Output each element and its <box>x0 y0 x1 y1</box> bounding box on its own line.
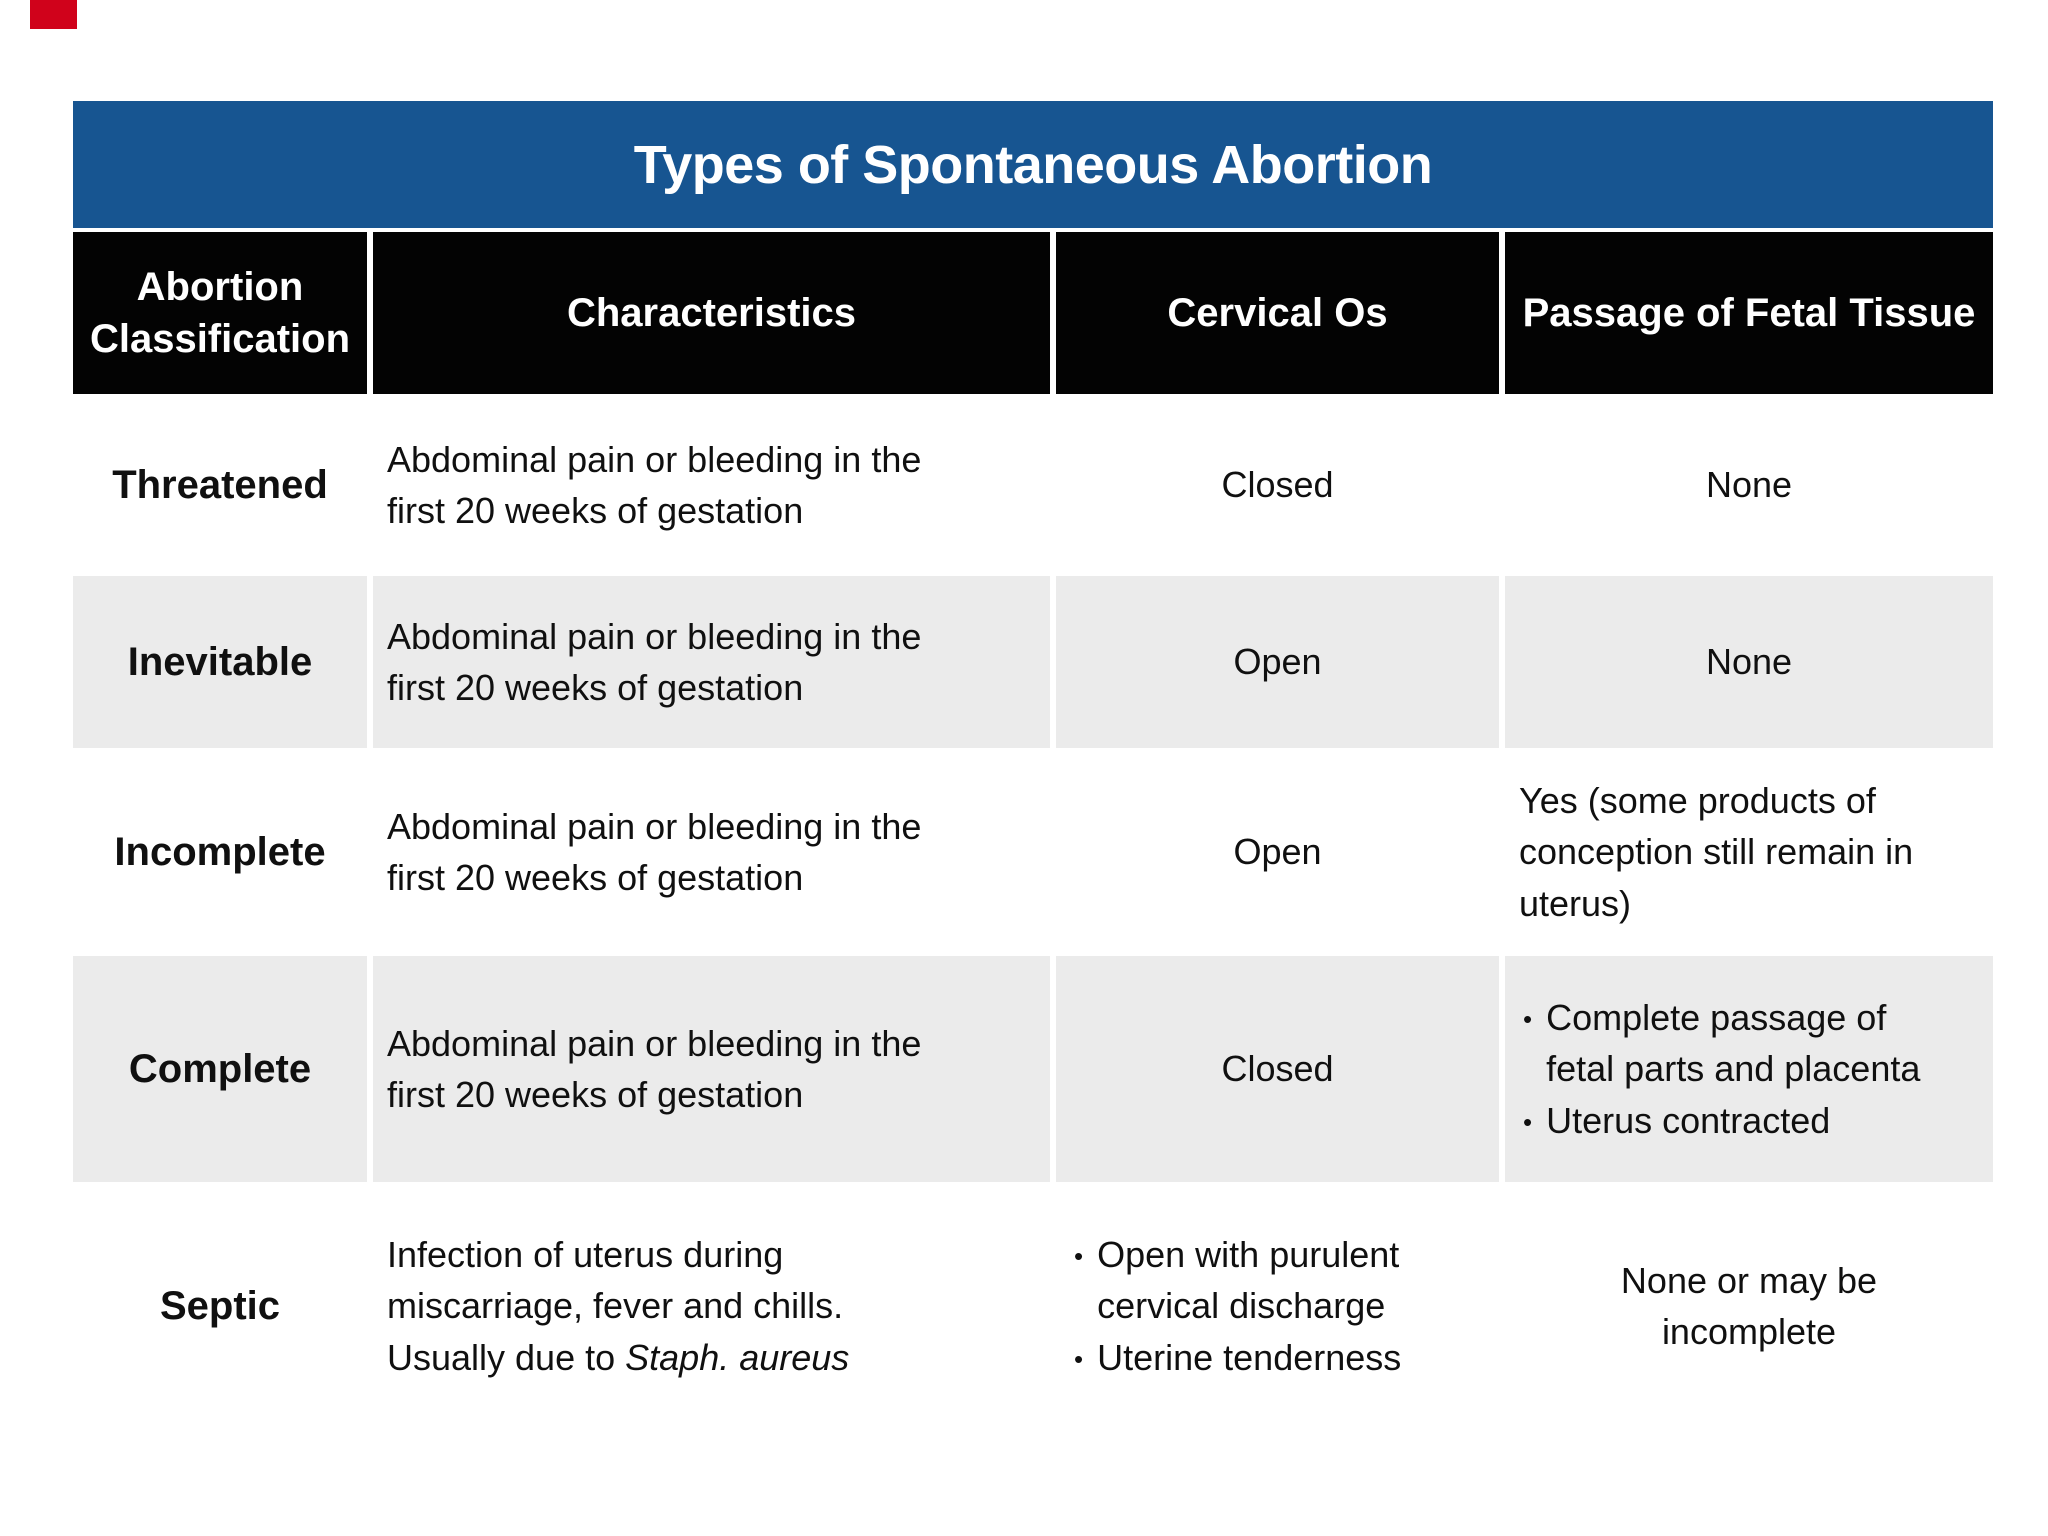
bullet-item: •Complete passage of fetal parts and pla… <box>1523 997 1921 1090</box>
fetal-tissue-cell: None or may be incomplete <box>1620 1259 1878 1352</box>
fetal-tissue-cell: None <box>1705 464 1793 506</box>
col-header-cervical-os: Cervical Os <box>1056 232 1499 394</box>
bullet-item: •Open with purulent cervical discharge <box>1074 1234 1400 1327</box>
spontaneous-abortion-table: Types of Spontaneous Abortion Abortion C… <box>73 101 1993 1422</box>
characteristics-text: Infection of uterus during miscarriage, … <box>387 1234 850 1378</box>
table-title: Types of Spontaneous Abortion <box>633 134 1433 195</box>
cervical-os-cell: Closed <box>1221 464 1334 506</box>
bullet-item: •Uterine tenderness <box>1074 1336 1402 1378</box>
characteristics-text: Abdominal pain or bleeding in the first … <box>387 805 922 898</box>
col-header-abortion-classification: Abortion Classification <box>73 232 367 394</box>
fetal-tissue-cell: •Complete passage of fetal parts and pla… <box>1505 956 1993 1182</box>
cervical-os-cell: Closed <box>1056 956 1499 1182</box>
red-corner-marker <box>30 0 77 29</box>
bullet-icon: • <box>1074 1241 1084 1272</box>
cervical-os-cell: Open <box>1233 831 1322 873</box>
classification-cell: Septic <box>159 1283 281 1328</box>
bullet-icon: • <box>1523 1004 1533 1035</box>
characteristics-text: Abdominal pain or bleeding in the first … <box>387 1022 922 1115</box>
classification-cell: Incomplete <box>114 829 326 874</box>
characteristics-cell: Abdominal pain or bleeding in the first … <box>373 956 1050 1182</box>
cervical-os-cell: •Open with purulent cervical discharge •U… <box>1056 1190 1499 1422</box>
characteristics-text: Abdominal pain or bleeding in the first … <box>387 438 922 531</box>
bullet-item: •Uterus contracted <box>1523 1099 1831 1141</box>
fetal-tissue-cell: Yes (some products of conception still r… <box>1519 780 1914 924</box>
classification-cell: Threatened <box>112 462 328 507</box>
bullet-icon: • <box>1074 1343 1084 1374</box>
characteristics-cell: Abdominal pain or bleeding in the first … <box>373 576 1050 748</box>
cervical-os-cell: Open <box>1056 576 1499 748</box>
characteristics-text: Abdominal pain or bleeding in the first … <box>387 615 922 708</box>
characteristics-cell: Abdominal pain or bleeding in the first … <box>373 402 1050 568</box>
classification-cell: Complete <box>73 956 367 1182</box>
classification-cell: Inevitable <box>73 576 367 748</box>
characteristics-cell: Abdominal pain or bleeding in the first … <box>373 756 1050 948</box>
bullet-icon: • <box>1523 1106 1533 1137</box>
characteristics-cell: Infection of uterus during miscarriage, … <box>373 1190 1050 1422</box>
table-grid: Abortion Classification Characteristics … <box>73 232 1993 1422</box>
table-title-bar: Types of Spontaneous Abortion <box>73 101 1993 228</box>
col-header-passage-of-fetal-tissue: Passage of Fetal Tissue <box>1505 232 1993 394</box>
col-header-characteristics: Characteristics <box>373 232 1050 394</box>
fetal-tissue-cell: None <box>1505 576 1993 748</box>
